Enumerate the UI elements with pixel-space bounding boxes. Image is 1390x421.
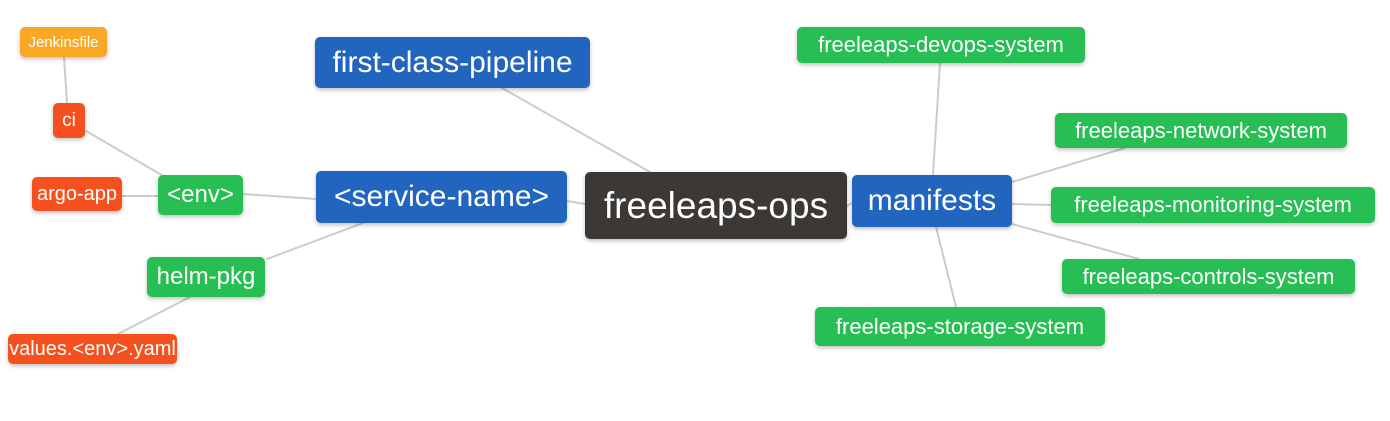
node-first-class-pipeline[interactable]: first-class-pipeline [315, 37, 590, 88]
node-controls-system[interactable]: freeleaps-controls-system [1062, 259, 1355, 294]
edge-ci-env [85, 130, 166, 178]
edge-manifests-devops-system [932, 62, 941, 176]
edge-service-name-freeleaps-ops [566, 200, 586, 205]
edge-freeleaps-ops-manifests [846, 202, 853, 207]
node-env[interactable]: <env> [158, 175, 243, 215]
edge-values-env-yaml-helm-pkg [117, 296, 191, 335]
node-devops-system[interactable]: freeleaps-devops-system [797, 27, 1085, 63]
node-values-env-yaml[interactable]: values.<env>.yaml [8, 334, 177, 364]
node-monitoring-system[interactable]: freeleaps-monitoring-system [1051, 187, 1375, 223]
edge-jenkinsfile-ci [63, 56, 68, 104]
node-ci[interactable]: ci [53, 103, 85, 138]
node-service-name[interactable]: <service-name> [316, 171, 567, 223]
node-manifests[interactable]: manifests [852, 175, 1012, 227]
node-argo-app[interactable]: argo-app [32, 177, 122, 211]
node-freeleaps-ops[interactable]: freeleaps-ops [585, 172, 847, 239]
node-helm-pkg[interactable]: helm-pkg [147, 257, 265, 297]
node-storage-system[interactable]: freeleaps-storage-system [815, 307, 1105, 346]
edge-first-class-pipeline-freeleaps-ops [501, 87, 651, 173]
edge-manifests-controls-system [1011, 223, 1140, 260]
edge-manifests-monitoring-system [1011, 203, 1052, 206]
edge-helm-pkg-service-name [266, 222, 364, 260]
edge-manifests-storage-system [935, 226, 957, 308]
node-jenkinsfile[interactable]: Jenkinsfile [20, 27, 107, 57]
edge-manifests-network-system [1011, 147, 1126, 183]
node-network-system[interactable]: freeleaps-network-system [1055, 113, 1347, 148]
edge-env-service-name [242, 193, 317, 200]
